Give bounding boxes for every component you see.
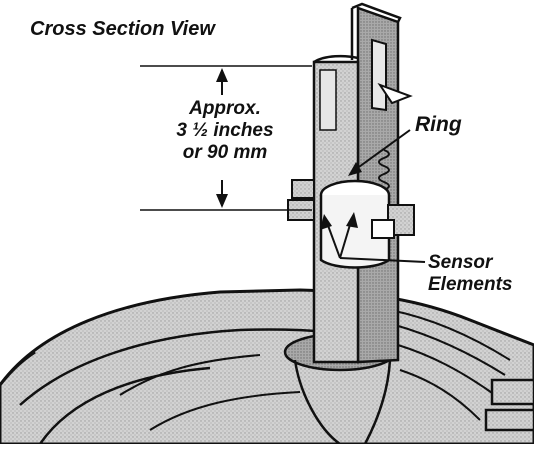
sensor-elements-label: Sensor Elements (428, 252, 512, 296)
base-housing (0, 288, 534, 446)
leader-lines (320, 129, 426, 263)
diagram-title: Cross Section View (30, 18, 215, 40)
dimension-line-2: 3 ½ inches (176, 119, 274, 141)
sensor-label-line-2: Elements (428, 273, 513, 295)
ring-label: Ring (415, 113, 462, 136)
dimension-line-3: or 90 mm (182, 141, 268, 163)
dimension-line-1: Approx. (189, 98, 261, 119)
sensor-label-line-1: Sensor (428, 252, 493, 273)
dimension-label: Approx. 3 ½ inches or 90 mm (170, 98, 280, 164)
dimension-markers (140, 65, 312, 211)
